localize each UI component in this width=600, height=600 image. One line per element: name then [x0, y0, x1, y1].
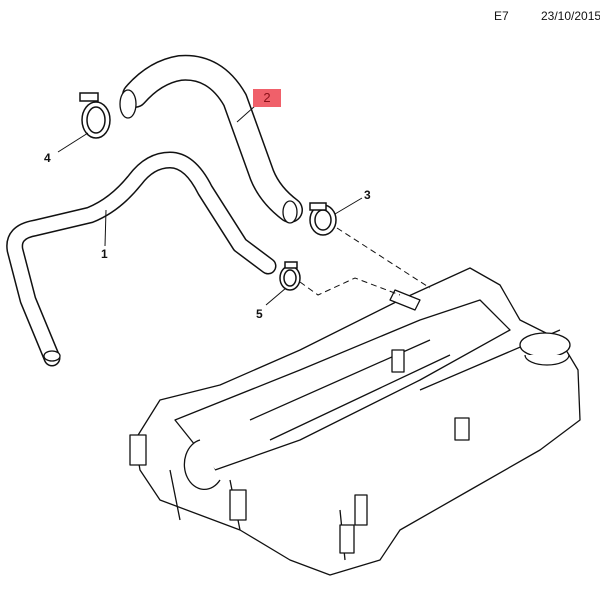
callout-5: 5: [256, 307, 263, 321]
diagram-code: E7: [494, 9, 509, 23]
clamp-4: [79, 92, 111, 139]
clamps: [79, 92, 337, 291]
callout-1: 1: [101, 247, 108, 261]
diagram-date: 23/10/2015: [541, 9, 600, 23]
clamp-5: [279, 261, 301, 291]
clamp-3: [309, 202, 337, 236]
cam-cover: [129, 267, 581, 576]
callout-2-highlighted[interactable]: 2: [253, 89, 281, 107]
dashed-leaders: [299, 227, 431, 296]
hose-1: [6, 151, 277, 367]
hose-2: [119, 54, 303, 224]
callout-leaders: [57, 105, 363, 306]
callout-3: 3: [364, 188, 371, 202]
callout-4: 4: [44, 151, 51, 165]
